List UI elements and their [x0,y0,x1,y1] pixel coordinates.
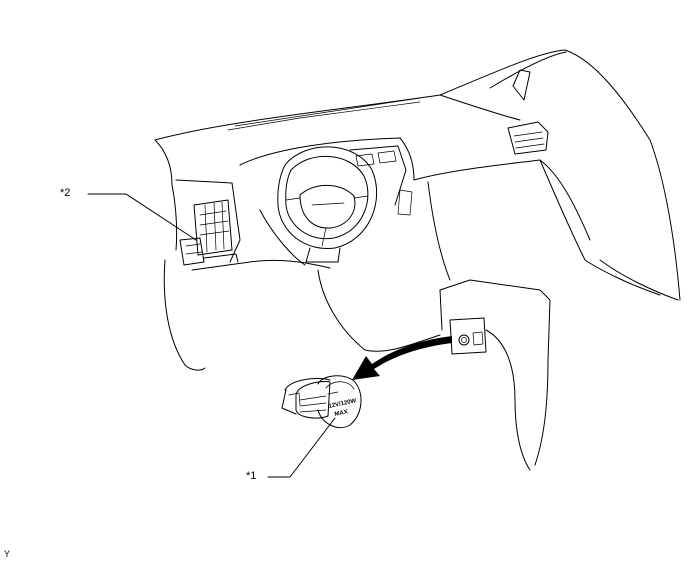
callout-label-2: *2 [60,187,71,199]
power-outlet-plug: 12V/120W MAX [281,375,362,429]
removal-arrow [352,336,452,380]
steering-wheel [259,146,378,266]
center-stack [413,159,679,301]
dashboard-top [154,49,681,301]
leader-line-2 [87,193,197,241]
plug-marking-line1: 12V/120W [328,398,357,410]
right-air-vent [507,69,549,155]
junction-block [179,199,239,266]
plug-marking-line2: MAX [334,409,348,418]
leader-line-1 [267,417,336,478]
corner-mark: Y [4,549,11,559]
instrument-cluster [239,137,415,216]
callout-label-1: *1 [246,470,257,482]
center-console [439,279,551,471]
left-lower-dash [163,179,441,371]
